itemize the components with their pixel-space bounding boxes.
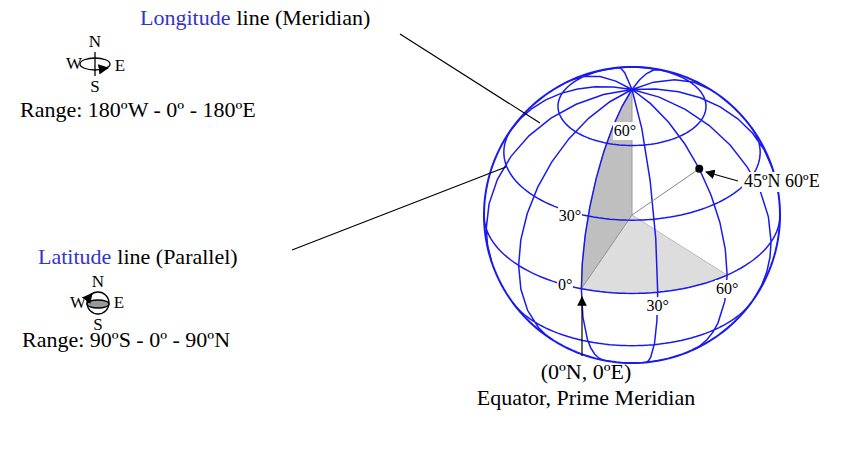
leader-lines bbox=[292, 34, 738, 356]
compass-letter: N bbox=[89, 33, 101, 52]
latitude-value: 60° bbox=[613, 122, 637, 140]
range-note: Range: 180ºW - 0º - 180ºE bbox=[20, 98, 256, 122]
compass-letter: S bbox=[90, 78, 99, 97]
compass-letter: W bbox=[66, 55, 82, 74]
term-heading: Longitude bbox=[140, 6, 230, 30]
compass-letter: E bbox=[115, 57, 125, 76]
compass-letter: W bbox=[70, 294, 86, 313]
longitude-value: 30° bbox=[645, 297, 669, 315]
origin-coordinates: (0ºN, 0ºE) bbox=[541, 360, 632, 384]
latitude-icon bbox=[87, 292, 109, 314]
term-heading: Latitude bbox=[38, 245, 111, 269]
globe bbox=[484, 67, 780, 363]
globe-outline bbox=[484, 67, 780, 363]
longitude-icon bbox=[80, 52, 110, 76]
graticule bbox=[484, 67, 780, 362]
origin-caption: Equator, Prime Meridian bbox=[477, 386, 695, 410]
range-note: Range: 90ºS - 0º - 90ºN bbox=[22, 328, 230, 352]
meridian-plane bbox=[581, 89, 632, 288]
radius-line bbox=[632, 169, 699, 215]
term-description: line (Meridian) bbox=[236, 6, 370, 30]
compass-letter: N bbox=[92, 273, 104, 292]
term-description: line (Parallel) bbox=[117, 245, 237, 269]
compass-letter: E bbox=[114, 294, 124, 313]
latitude-value: 30° bbox=[558, 207, 582, 225]
longitude-value: 60° bbox=[715, 280, 739, 298]
point-coordinates: 45ºN 60ºE bbox=[742, 172, 822, 192]
longitude-value: 0° bbox=[557, 276, 573, 294]
location-dot bbox=[695, 165, 703, 173]
